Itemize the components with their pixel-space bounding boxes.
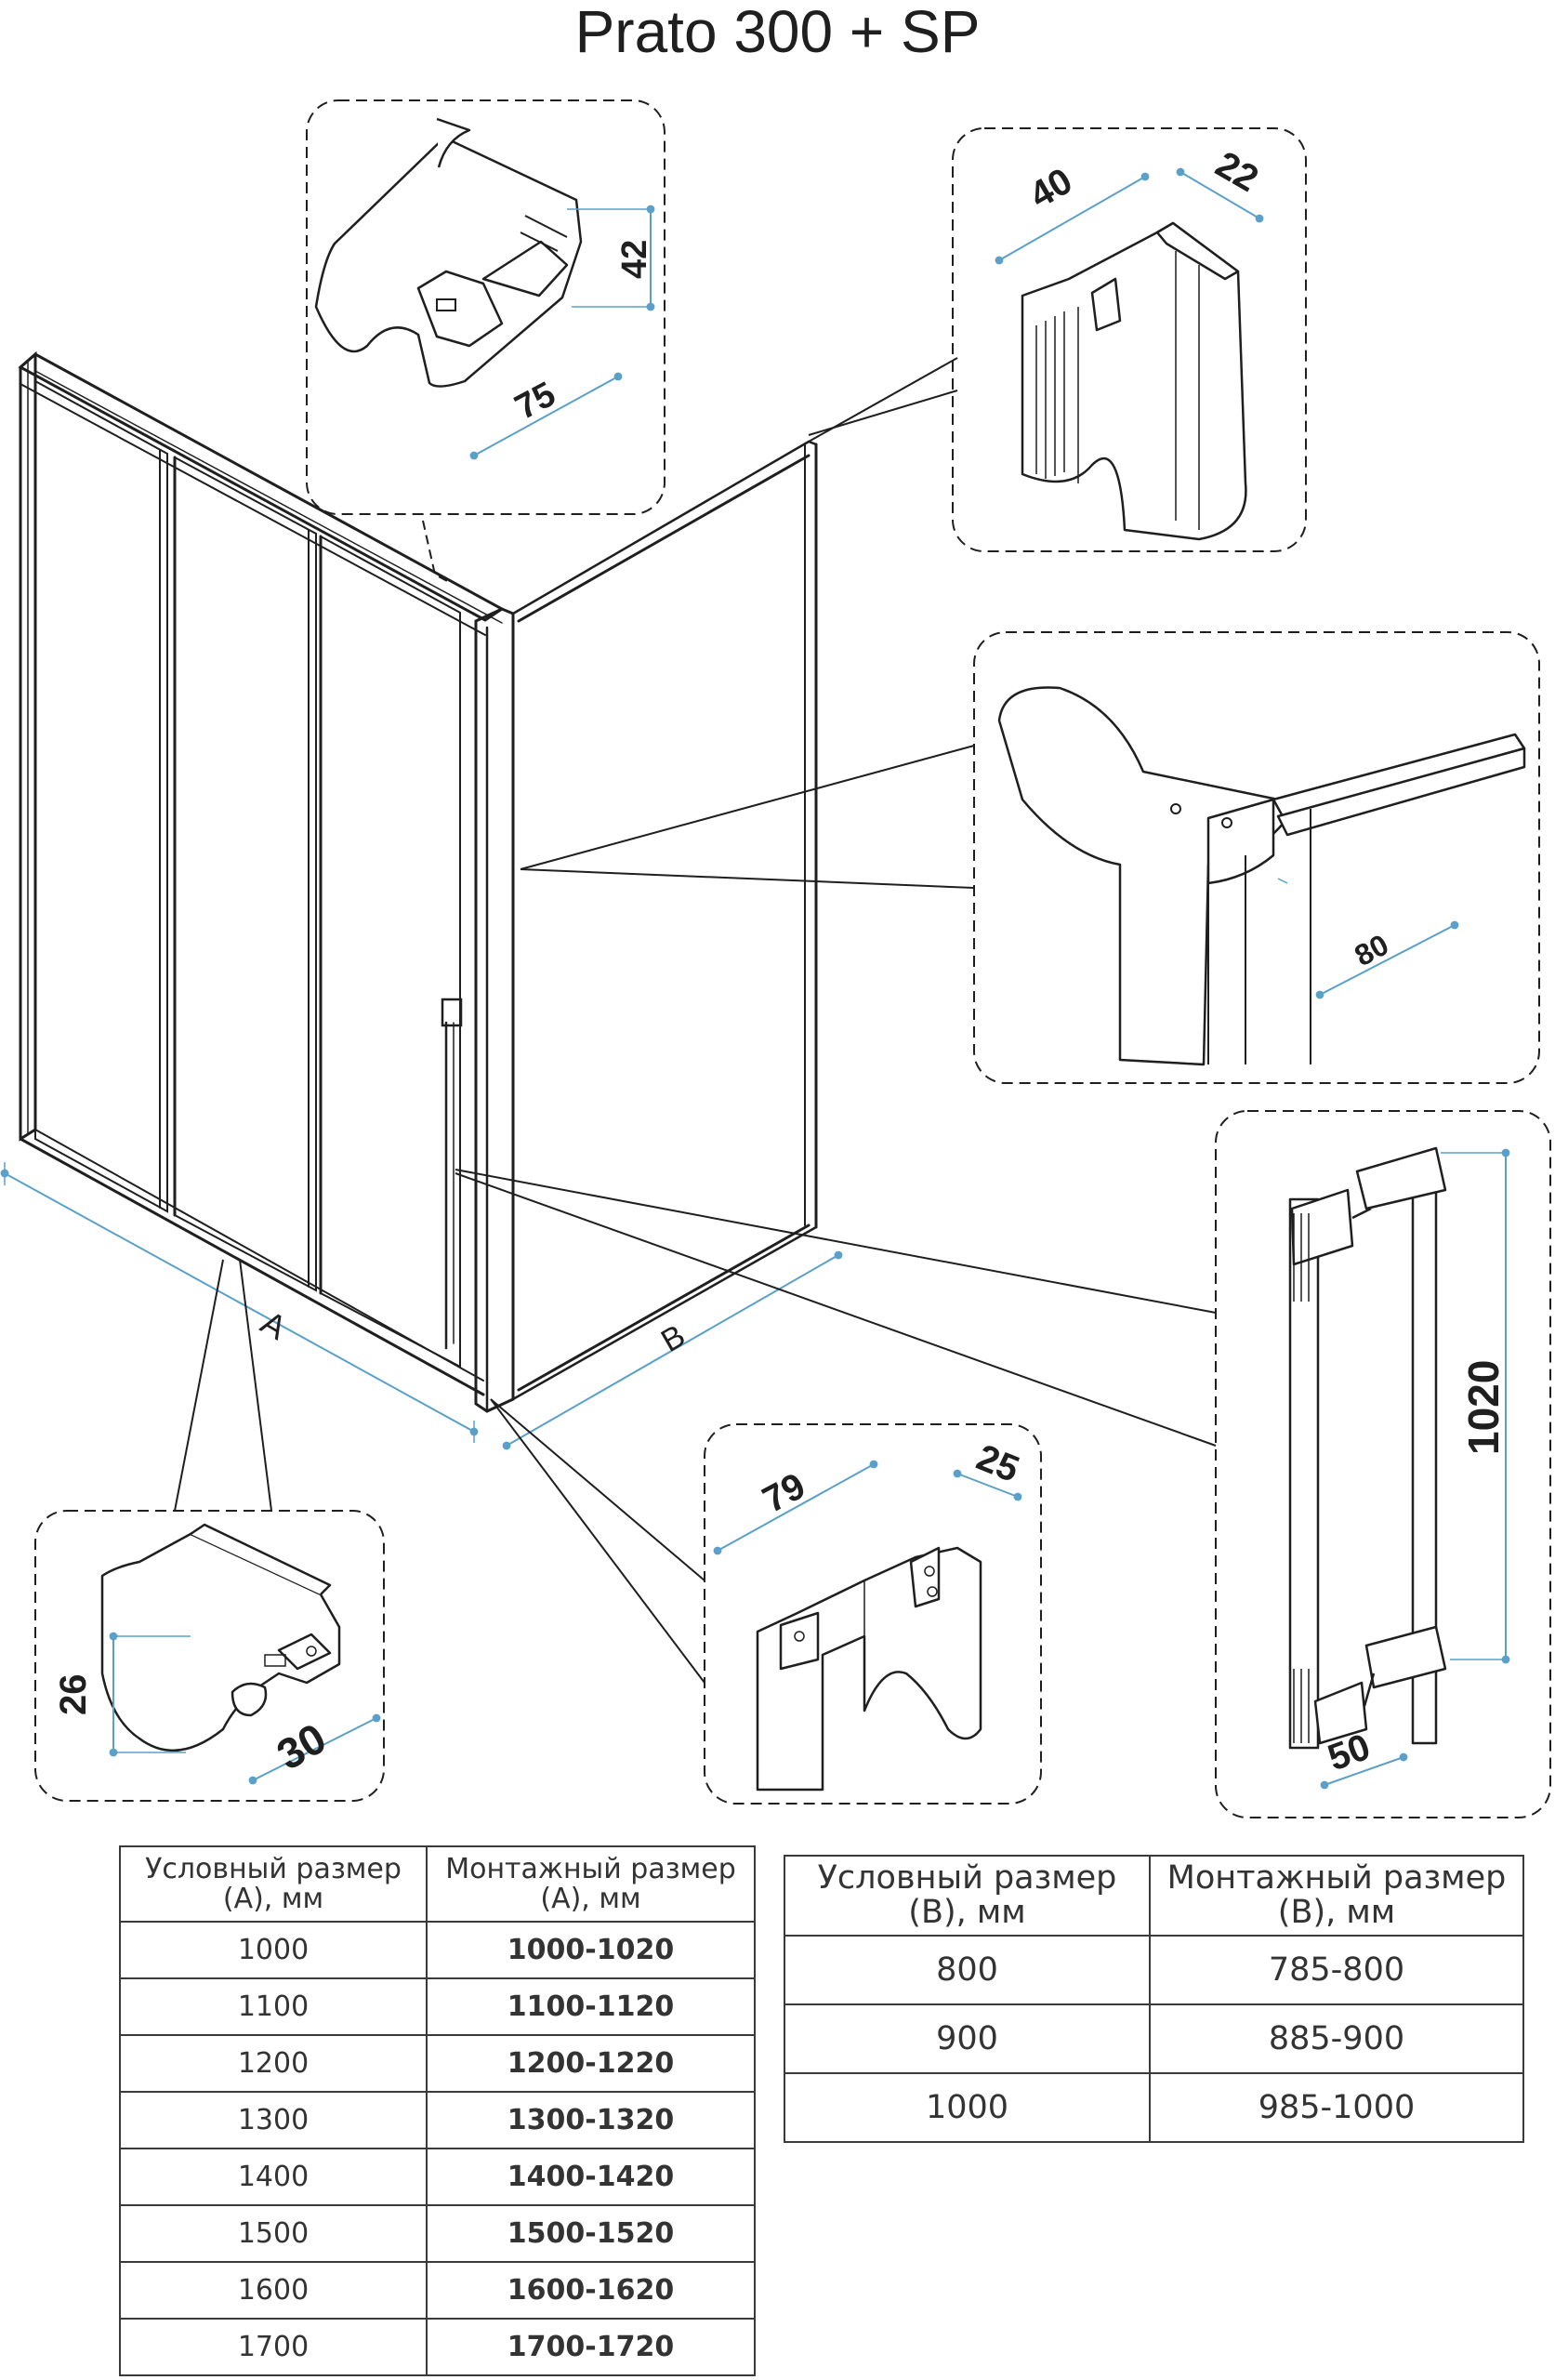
table-cell: 1700-1720 bbox=[426, 2318, 756, 2376]
table-cell: 1400-1420 bbox=[426, 2148, 756, 2206]
table-cell: 785-800 bbox=[1149, 1935, 1524, 2005]
top-rail bbox=[18, 352, 505, 636]
table-cell: 1000-1020 bbox=[426, 1921, 756, 1979]
table-cell: 1200 bbox=[119, 2034, 428, 2093]
table-cell: 1300 bbox=[119, 2091, 428, 2149]
sliding-door-panel-right bbox=[320, 535, 461, 1368]
table-cell: 800 bbox=[784, 1935, 1151, 2005]
table-header: Монтажный размер (А), мм bbox=[426, 1845, 756, 1923]
dim-80: 80 bbox=[1349, 928, 1393, 972]
table-header: Условный размер (А), мм bbox=[119, 1845, 428, 1923]
callout-handle: 1020 50 bbox=[1215, 1110, 1551, 1818]
dim-75: 75 bbox=[509, 375, 562, 428]
table-cell: 1100 bbox=[119, 1977, 428, 2036]
table-cell: 1100-1120 bbox=[426, 1977, 756, 2036]
sliding-door-panel-left bbox=[34, 379, 177, 1217]
table-cell: 1500 bbox=[119, 2204, 428, 2263]
table-cell: 900 bbox=[784, 2003, 1151, 2074]
callout-leaders bbox=[174, 357, 1217, 1684]
callout-bottom-left-profile: 26 30 bbox=[34, 1510, 385, 1802]
dim-26: 26 bbox=[53, 1674, 94, 1716]
size-table-a: Условный размер (А), мм Монтажный размер… bbox=[119, 1845, 756, 2376]
table-header: Условный размер (В), мм bbox=[784, 1855, 1151, 1937]
table-header-row: Условный размер (В), мм Монтажный размер… bbox=[784, 1855, 1524, 1937]
sliding-door-panel-middle bbox=[174, 456, 323, 1295]
table-cell: 1200-1220 bbox=[426, 2034, 756, 2093]
dim-79: 79 bbox=[757, 1465, 812, 1521]
side-panel bbox=[511, 440, 818, 1402]
dim-22: 22 bbox=[1209, 144, 1266, 200]
dimension-a: A bbox=[0, 1162, 479, 1443]
table-header: Монтажный размер (В), мм bbox=[1149, 1855, 1524, 1937]
table-cell: 1600-1620 bbox=[426, 2261, 756, 2320]
table-cell: 1700 bbox=[119, 2318, 428, 2376]
dim-30: 30 bbox=[269, 1713, 334, 1779]
label-b: B bbox=[655, 1318, 692, 1359]
shower-enclosure bbox=[18, 350, 818, 1413]
table-cell: 1600 bbox=[119, 2261, 428, 2320]
callout-bottom-right-profile: 79 25 bbox=[704, 1423, 1042, 1805]
table-cell: 1000 bbox=[119, 1921, 428, 1979]
table-cell: 1400 bbox=[119, 2148, 428, 2206]
table-header-row: Условный размер (А), мм Монтажный размер… bbox=[119, 1845, 756, 1923]
dim-40: 40 bbox=[1023, 160, 1080, 216]
callout-wall-profile: 40 22 bbox=[952, 127, 1307, 552]
label-a: A bbox=[255, 1302, 293, 1347]
corner-post bbox=[474, 607, 515, 1413]
dim-42: 42 bbox=[615, 240, 654, 279]
size-table-b: Условный размер (В), мм Монтажный размер… bbox=[784, 1855, 1524, 2143]
callout-top-profile: 42 75 bbox=[306, 99, 665, 515]
callout-corner-profile: 80 bbox=[973, 631, 1540, 1084]
left-wall-profile bbox=[19, 350, 37, 1142]
dimension-b: B bbox=[502, 1250, 843, 1450]
page-title: Prato 300 + SP bbox=[574, 0, 981, 65]
table-cell: 885-900 bbox=[1149, 2003, 1524, 2074]
table-cell: 985-1000 bbox=[1149, 2072, 1524, 2143]
table-cell: 1500-1520 bbox=[426, 2204, 756, 2263]
table-cell: 1300-1320 bbox=[426, 2091, 756, 2149]
dim-1020: 1020 bbox=[1459, 1360, 1508, 1455]
table-cell: 1000 bbox=[784, 2072, 1151, 2143]
